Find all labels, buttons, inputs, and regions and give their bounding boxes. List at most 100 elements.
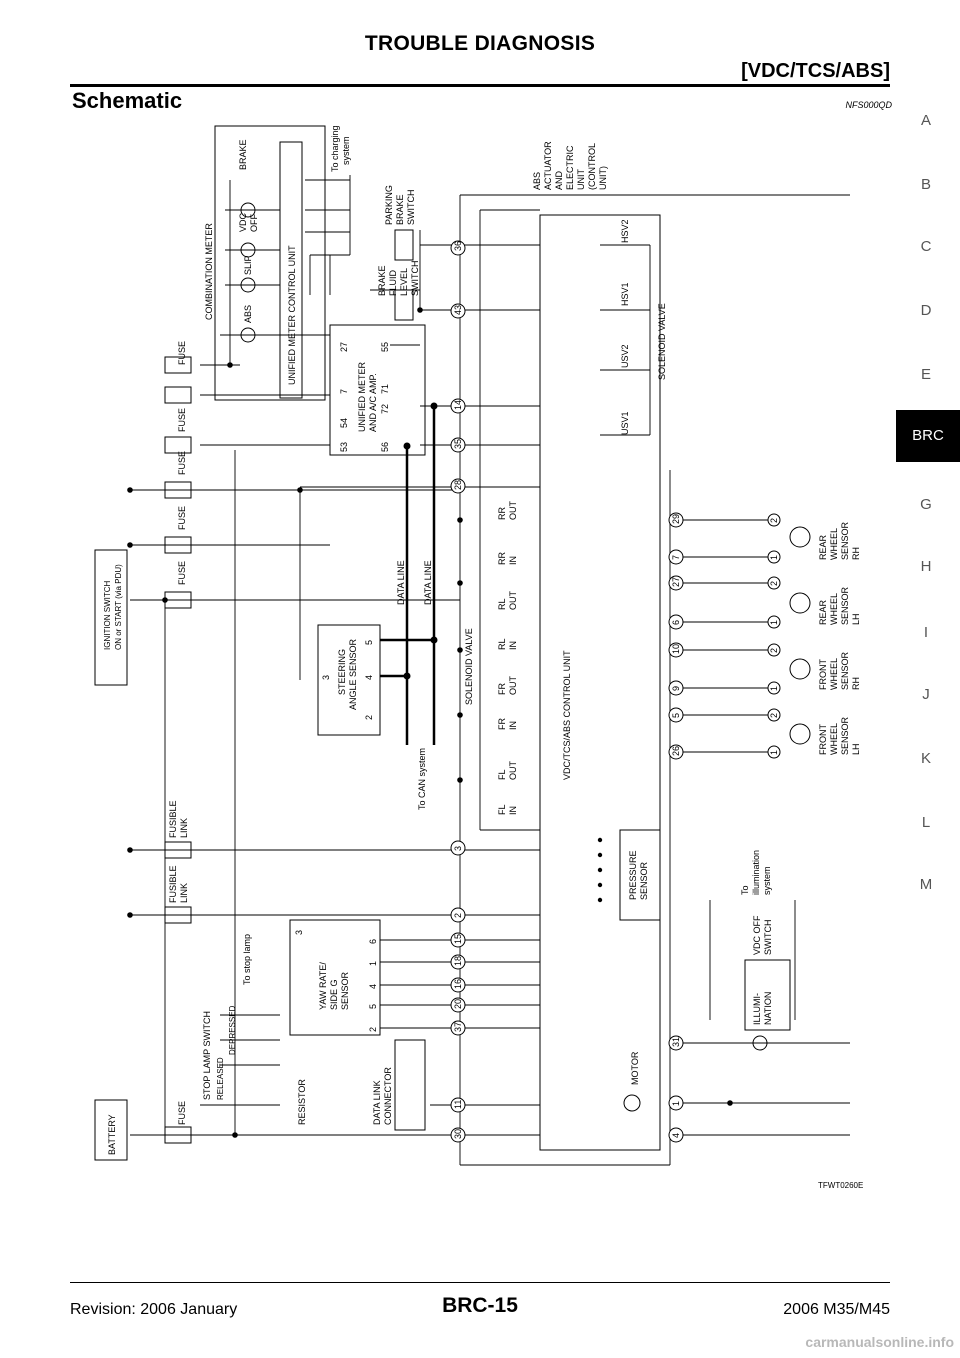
fuse-label: FUSE (177, 408, 187, 432)
vdc-off-switch-label-1: VDC OFF (752, 915, 762, 955)
pin-1: 1 (769, 620, 779, 625)
fr-wheel-4: RH (851, 677, 861, 690)
valve-fl-in-1: FL (497, 804, 507, 815)
tab-h[interactable]: H (920, 558, 932, 575)
tab-b[interactable]: B (920, 176, 931, 193)
term-1: 1 (671, 1101, 681, 1106)
pin-2: 2 (769, 648, 779, 653)
solenoid-valve-label: SOLENOID VALVE (464, 628, 474, 705)
ignition-switch-label-2: ON or START (via PDU) (114, 564, 123, 650)
term-3: 3 (453, 846, 463, 851)
yaw-pin-3: 3 (294, 930, 304, 935)
term-29: 29 (671, 514, 681, 524)
valve-fr-in-2: IN (508, 721, 518, 730)
brake-fluid-label-4: SWITCH (410, 261, 420, 297)
valve-rr-out-1: RR (497, 507, 507, 520)
unified-amp-label-1: UNIFIED METER (357, 361, 367, 432)
amp-pin-53: 53 (339, 442, 349, 452)
fuse-label: FUSE (177, 1101, 187, 1125)
tab-l[interactable]: L (921, 814, 931, 831)
fuse-label: FUSE (177, 506, 187, 530)
wires (130, 175, 850, 1166)
valve-rl-in-1: RL (497, 638, 507, 650)
tab-e[interactable]: E (920, 366, 931, 383)
tab-m[interactable]: M (919, 876, 933, 893)
term-9: 9 (671, 686, 681, 691)
term-28: 28 (453, 480, 463, 490)
tab-i[interactable]: I (923, 624, 929, 641)
stop-lamp-switch-label: STOP LAMP SWITCH (202, 1011, 212, 1100)
fuse-label: FUSE (177, 341, 187, 365)
yaw-sensor-label-2: SIDE G (329, 979, 339, 1010)
rr-wheel-4: RH (851, 547, 861, 560)
to-stop-lamp-label: To stop lamp (242, 934, 252, 985)
to-can-label: To CAN system (417, 748, 427, 810)
fusible-link-label-2: LINK (179, 883, 189, 903)
depressed-label: DEPRESSED (228, 1005, 237, 1055)
rl-wheel-3: SENSOR (840, 586, 850, 625)
fuse-label: FUSE (177, 561, 187, 585)
parking-brake-switch-label-2: BRAKE (395, 194, 405, 225)
term-31: 31 (671, 1037, 681, 1047)
amp-pin-7: 7 (339, 389, 349, 394)
term-37: 37 (453, 1022, 463, 1032)
tab-c[interactable]: C (920, 238, 932, 255)
amp-pin-54: 54 (339, 418, 349, 428)
amp-pin-72: 72 (380, 404, 390, 414)
fl-wheel-4: LH (851, 743, 861, 755)
fl-wheel-2: WHEEL (829, 723, 839, 755)
fl-wheel-1: FRONT (818, 724, 828, 755)
tab-j[interactable]: J (922, 686, 930, 703)
steer-pin-3: 3 (321, 675, 331, 680)
side-tab-index: A B C D E BRC G H I J K L M (892, 0, 960, 1358)
yaw-sensor-label-3: SENSOR (340, 971, 350, 1010)
amp-pin-71: 71 (380, 384, 390, 394)
data-line-label: DATA LINE (396, 560, 406, 605)
abs-lamp-label: ABS (243, 305, 253, 323)
dlc-label-2: CONNECTOR (383, 1067, 393, 1125)
steering-sensor-label-2: ANGLE SENSOR (348, 638, 358, 710)
steering-sensor-label-1: STEERING (337, 649, 347, 695)
term-20: 20 (453, 999, 463, 1009)
to-illumination-label-1: To (740, 885, 750, 895)
parking-brake-switch-label-3: SWITCH (406, 190, 416, 226)
page-header-subtitle: [VDC/TCS/ABS] (741, 60, 890, 82)
term-30: 30 (453, 1129, 463, 1139)
battery-label: BATTERY (107, 1114, 117, 1155)
term-18: 18 (453, 956, 463, 966)
rr-wheel-2: WHEEL (829, 528, 839, 560)
released-label: RELEASED (216, 1057, 225, 1100)
valve-rr-out-2: OUT (508, 501, 518, 521)
amp-pin-55: 55 (380, 342, 390, 352)
fr-wheel-3: SENSOR (840, 651, 850, 690)
steer-pin-5: 5 (364, 640, 374, 645)
valve-rl-out-2: OUT (508, 591, 518, 611)
yaw-pin-6: 6 (368, 939, 378, 944)
valve-hsv1: HSV1 (620, 282, 630, 306)
tab-k[interactable]: K (920, 750, 931, 767)
abs-actuator-label-2: ACTUATOR (543, 141, 553, 190)
vdc-off-lamp-label-1: VDC (238, 212, 248, 232)
term-10: 10 (671, 644, 681, 654)
data-line-label: DATA LINE (423, 560, 433, 605)
motor-label: MOTOR (630, 1051, 640, 1085)
steer-pin-2: 2 (364, 715, 374, 720)
abs-actuator-label-5: UNIT (576, 169, 586, 190)
ignition-switch-label-1: IGNITION SWITCH (103, 580, 112, 650)
term-14: 14 (453, 400, 463, 410)
footer-rule (70, 1282, 890, 1283)
valve-rr-in-2: IN (508, 556, 518, 565)
pressure-sensor-label-1: PRESSURE (628, 850, 638, 900)
section-title: Schematic (72, 88, 183, 113)
figure-id: TFWT0260E (818, 1181, 863, 1190)
tab-a[interactable]: A (920, 112, 931, 129)
steer-pin-4: 4 (364, 675, 374, 680)
tab-d[interactable]: D (920, 302, 932, 319)
unified-amp-label-2: AND A/C AMP. (368, 373, 378, 432)
tab-brc[interactable]: BRC (896, 410, 960, 462)
header-rule (70, 84, 890, 87)
tab-g[interactable]: G (920, 496, 932, 513)
fusible-link-label-1: FUSIBLE (168, 800, 178, 838)
fusible-link-label-2: LINK (179, 818, 189, 838)
yaw-sensor-label-1: YAW RATE/ (318, 962, 328, 1010)
